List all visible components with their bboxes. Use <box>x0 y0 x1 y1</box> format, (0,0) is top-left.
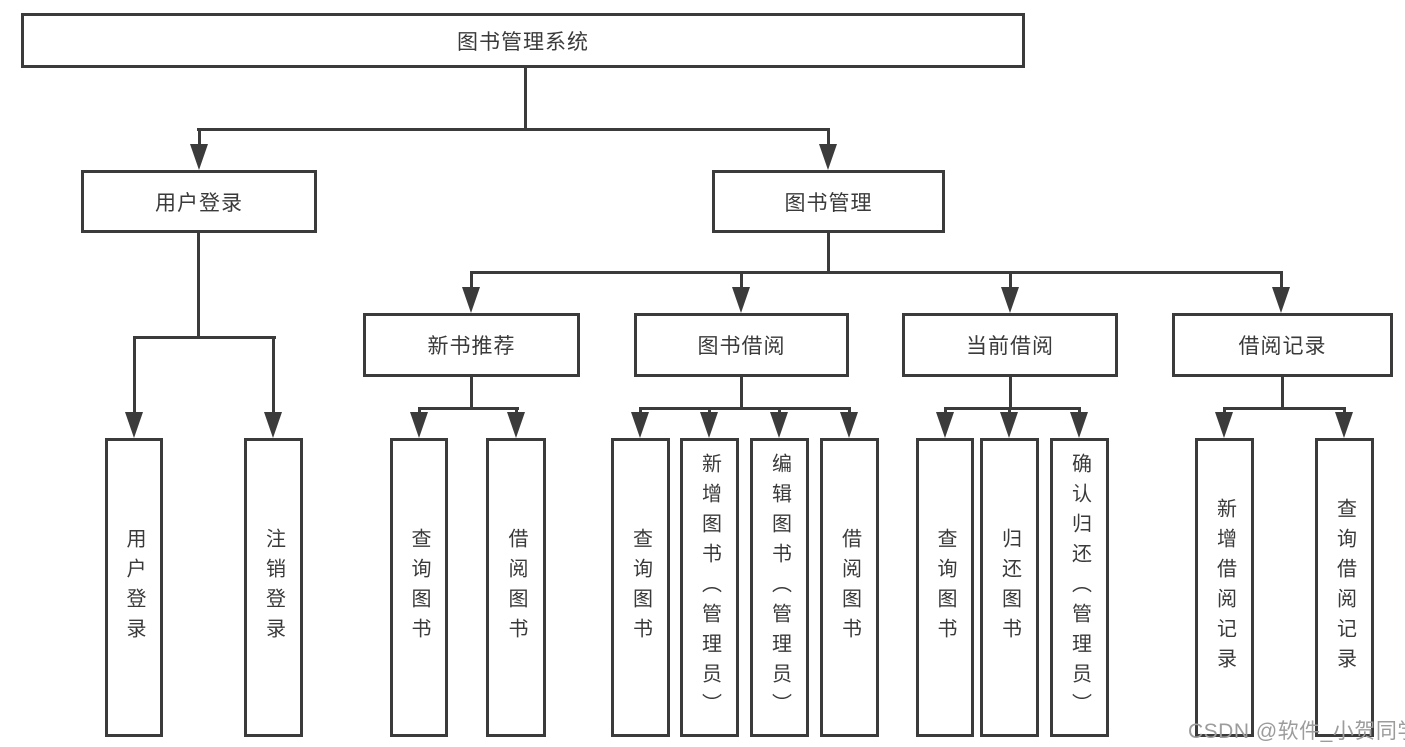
arrow-down-icon <box>264 412 282 438</box>
leaf-br-add-record: 新增借阅记录 <box>1195 438 1254 737</box>
connector-drop-borrow-records <box>1280 271 1283 293</box>
node-borrowing-records: 借阅记录 <box>1172 313 1393 377</box>
node-book-borrowing: 图书借阅 <box>634 313 849 377</box>
arrow-down-icon <box>125 412 143 438</box>
arrow-down-icon <box>732 287 750 313</box>
connector-root-trunk <box>524 68 527 130</box>
connector-book-borrow-rail <box>639 407 851 410</box>
connector-drop-new-book <box>470 271 473 293</box>
connector-current-borrow-rail <box>944 407 1081 410</box>
connector-new-book-trunk <box>470 377 473 410</box>
leaf-cb-return-book: 归还图书 <box>980 438 1039 737</box>
arrow-down-icon <box>1000 412 1018 438</box>
leaf-rec-borrow-book: 借阅图书 <box>486 438 546 737</box>
connector-current-borrow-trunk <box>1009 377 1012 410</box>
arrow-down-icon <box>770 412 788 438</box>
connector-drop-book-mgmt <box>827 128 830 150</box>
leaf-bb-edit-book-admin: 编辑图书（管理员） <box>750 438 809 737</box>
arrow-down-icon <box>410 412 428 438</box>
connector-user-login-rail <box>133 336 276 339</box>
connector-book-mgmt-rail <box>470 271 1283 274</box>
arrow-down-icon <box>700 412 718 438</box>
leaf-bb-add-book-admin: 新增图书（管理员） <box>680 438 739 737</box>
node-user-login: 用户登录 <box>81 170 317 233</box>
connector-drop-current-borrow <box>1009 271 1012 293</box>
connector-book-mgmt-trunk <box>827 233 830 274</box>
node-current-borrowing: 当前借阅 <box>902 313 1118 377</box>
csdn-watermark: CSDN @软件_小贺同学 <box>1188 720 1405 743</box>
arrow-down-icon <box>631 412 649 438</box>
connector-drop-user-login <box>198 128 201 150</box>
leaf-bb-borrow-book: 借阅图书 <box>820 438 879 737</box>
connector-borrow-records-rail <box>1223 407 1346 410</box>
node-library-system: 图书管理系统 <box>21 13 1025 68</box>
arrow-down-icon <box>1335 412 1353 438</box>
connector-drop-book-borrow <box>740 271 743 293</box>
node-book-management: 图书管理 <box>712 170 945 233</box>
arrow-down-icon <box>819 144 837 170</box>
connector-borrow-records-trunk <box>1281 377 1284 410</box>
arrow-down-icon <box>1001 287 1019 313</box>
arrow-down-icon <box>1272 287 1290 313</box>
arrow-down-icon <box>936 412 954 438</box>
connector-new-book-rail <box>418 407 519 410</box>
leaf-br-query-record: 查询借阅记录 <box>1315 438 1374 737</box>
arrow-down-icon <box>840 412 858 438</box>
arrow-down-icon <box>190 144 208 170</box>
leaf-rec-query-book: 查询图书 <box>390 438 448 737</box>
arrow-down-icon <box>507 412 525 438</box>
node-new-book-recommend: 新书推荐 <box>363 313 580 377</box>
arrow-down-icon <box>462 287 480 313</box>
leaf-bb-query-book: 查询图书 <box>611 438 670 737</box>
leaf-logout: 注销登录 <box>244 438 303 737</box>
arrow-down-icon <box>1070 412 1088 438</box>
connector-drop-leaf-logout <box>272 336 275 418</box>
connector-drop-leaf-login <box>133 336 136 418</box>
leaf-cb-confirm-return-admin: 确认归还（管理员） <box>1050 438 1109 737</box>
connector-user-login-trunk <box>197 233 200 339</box>
connector-root-rail <box>197 128 830 131</box>
leaf-user-login: 用户登录 <box>105 438 163 737</box>
arrow-down-icon <box>1215 412 1233 438</box>
leaf-cb-query-book: 查询图书 <box>916 438 974 737</box>
connector-book-borrow-trunk <box>740 377 743 410</box>
